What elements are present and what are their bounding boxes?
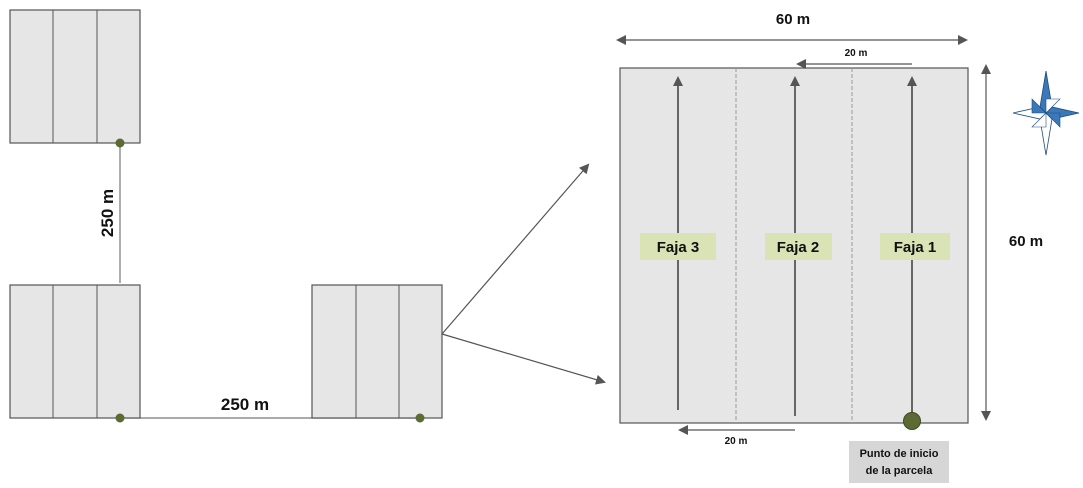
svg-text:Faja 1: Faja 1 xyxy=(894,239,937,256)
plot-start-point xyxy=(115,413,125,423)
zoom-arrow-upper xyxy=(441,163,590,335)
strip-width-top-label: 20 m xyxy=(845,48,868,59)
strip-width-bottom-label: 20 m xyxy=(725,436,748,447)
svg-text:de la parcela: de la parcela xyxy=(866,465,934,477)
svg-text:Faja 3: Faja 3 xyxy=(657,239,700,256)
plot-bottom-middle xyxy=(311,284,443,423)
plot-detail: Faja 3 Faja 2 Faja 1 xyxy=(619,67,969,430)
svg-text:Punto de inicio: Punto de inicio xyxy=(860,448,939,460)
zoom-arrow-lower xyxy=(441,333,606,385)
start-point-label: Punto de inicio de la parcela xyxy=(849,441,949,483)
plot-width-label: 60 m xyxy=(776,11,810,28)
plot-bottom-left xyxy=(9,284,141,423)
plot-top-left xyxy=(9,9,141,148)
plot-height-label: 60 m xyxy=(1009,233,1043,250)
plot-start-point xyxy=(415,413,425,423)
svg-text:Faja 2: Faja 2 xyxy=(777,239,820,256)
plot-start-point xyxy=(115,138,125,148)
strip-label-3: Faja 3 xyxy=(640,233,716,260)
strip-label-1: Faja 1 xyxy=(880,233,950,260)
distance-horizontal-label: 250 m xyxy=(221,395,269,414)
distance-vertical-label: 250 m xyxy=(98,189,117,237)
plot-detail-start-point xyxy=(903,412,921,430)
strip-label-2: Faja 2 xyxy=(765,233,832,260)
compass-rose-icon xyxy=(1012,70,1080,156)
